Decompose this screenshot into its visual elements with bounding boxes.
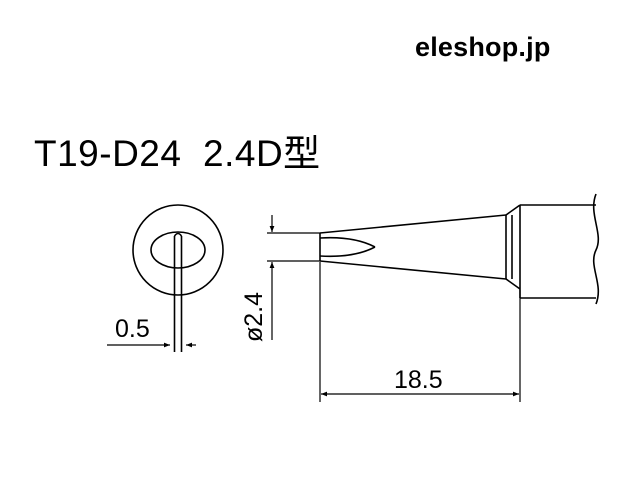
slot-width-label: 0.5 [115,315,150,343]
chisel-curve-bottom [319,246,376,258]
tip-end-view [132,204,224,352]
tip-side-view [319,193,600,305]
length-dimension: 18.5 [319,262,521,402]
length-label: 18.5 [394,366,443,394]
break-line [592,193,600,305]
taper-bottom [319,260,507,280]
diameter-label: ø2.4 [240,292,268,342]
slot-width-dimension: 0.5 [107,315,196,348]
taper-top [319,214,507,234]
outer-circle [132,204,224,296]
page-title: T19-D24 2.4D型 [34,133,321,174]
chisel-curve-top [319,236,376,248]
slot-top-arc [173,232,183,237]
diameter-dimension: ø2.4 [240,215,320,342]
brand-logo-text: eleshop.jp [415,32,551,62]
inner-ellipse [150,231,206,269]
